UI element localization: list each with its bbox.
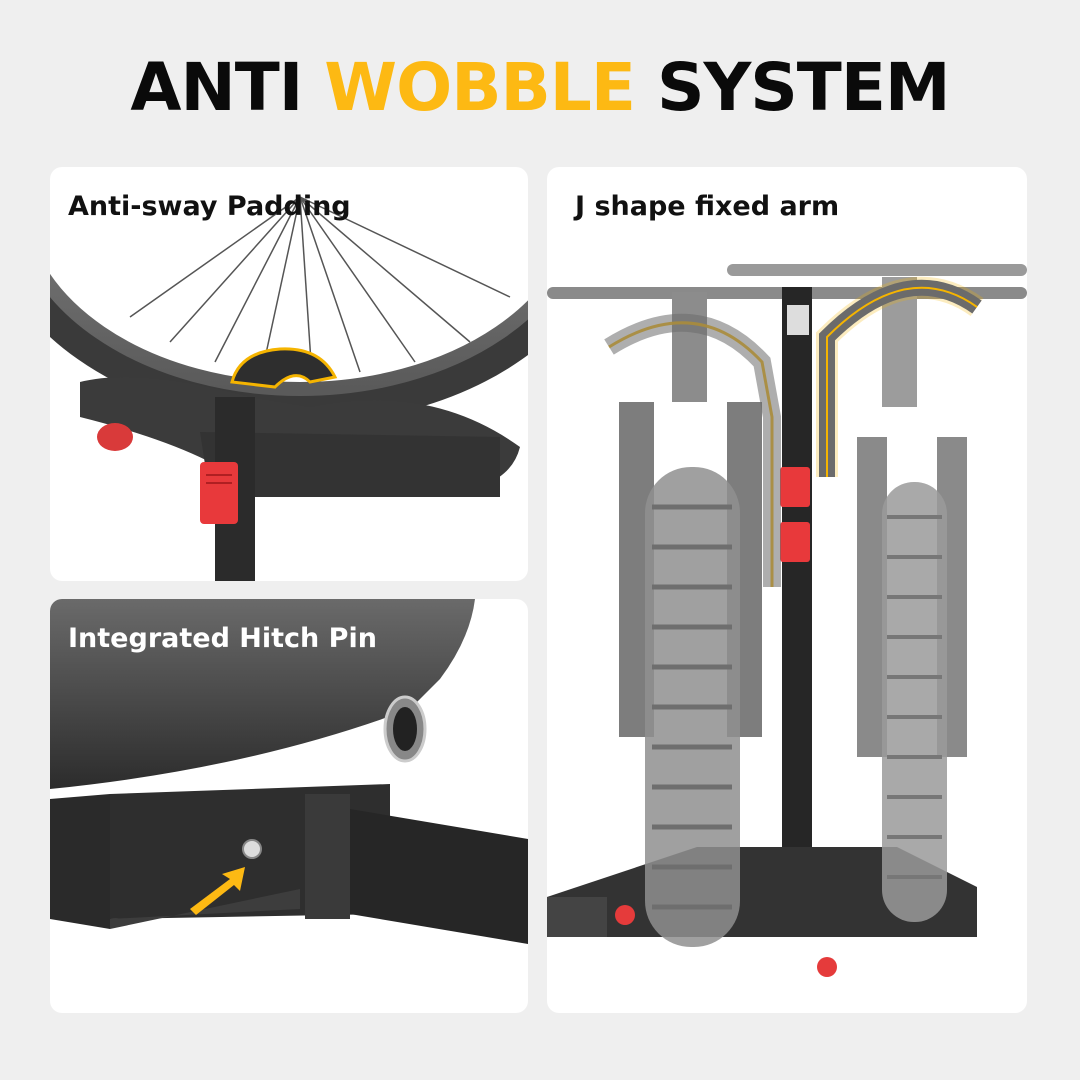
bike-rack-illustration xyxy=(547,264,1027,977)
red-buckle-icon xyxy=(200,462,238,524)
panel-label: J shape fixed arm xyxy=(575,191,840,222)
panel-j-shape-fixed-arm: J shape fixed arm xyxy=(547,167,1027,1013)
title-highlight: WOBBLE xyxy=(324,49,636,126)
title-part-3: SYSTEM xyxy=(656,49,951,126)
release-button-icon xyxy=(780,467,810,507)
hitch-pin-icon xyxy=(242,839,262,859)
page-title: ANTI WOBBLE SYSTEM xyxy=(0,55,1080,121)
yellow-arrow-icon xyxy=(190,867,245,915)
panel-anti-sway-padding: Anti-sway Padding xyxy=(50,167,528,581)
wheel-tray-illustration xyxy=(50,196,528,581)
panel-label: Anti-sway Padding xyxy=(68,191,351,222)
hitch-pin-illustration xyxy=(50,599,528,944)
release-button-icon xyxy=(780,522,810,562)
panel-integrated-hitch-pin: Integrated Hitch Pin xyxy=(50,599,528,1013)
title-part-1: ANTI xyxy=(130,49,303,126)
panel-label: Integrated Hitch Pin xyxy=(68,623,377,654)
